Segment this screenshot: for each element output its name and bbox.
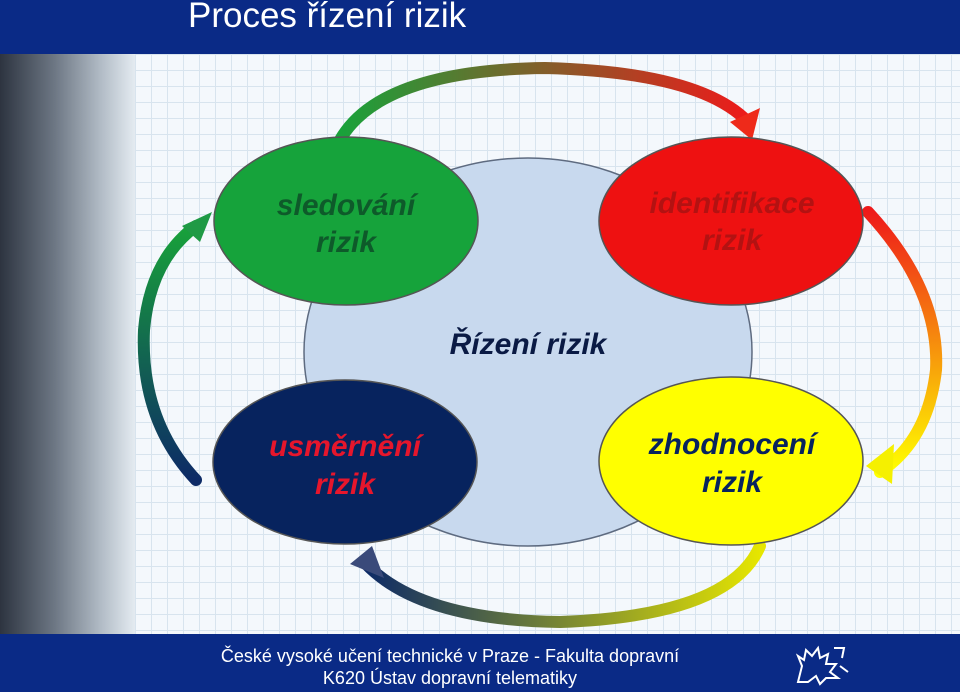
- node-identifikace-line1: identifikace: [649, 187, 814, 220]
- train-station-photo: [0, 54, 135, 634]
- slide-title: Proces řízení rizik: [188, 0, 467, 35]
- node-zhodnoceni-line1: zhodnocení: [648, 428, 819, 461]
- node-zhodnoceni-line2: rizik: [702, 466, 763, 499]
- cvut-lion-logo-icon: [795, 645, 849, 686]
- center-label: Řízení rizik: [450, 327, 608, 361]
- node-sledovani: [213, 136, 479, 306]
- arrow-bottom: [350, 540, 766, 629]
- node-identifikace: [598, 136, 864, 306]
- footer-university: České vysoké učení technické v Praze - F…: [220, 646, 680, 666]
- arrow-right: [862, 206, 943, 484]
- arrow-top: [334, 61, 760, 146]
- arrow-left: [137, 212, 212, 486]
- node-usmerneni-line1: usměrnění: [269, 430, 424, 463]
- node-usmerneni: [212, 379, 478, 545]
- slide-header: [0, 0, 960, 54]
- footer-department: K620 Ústav dopravní telematiky: [322, 668, 578, 688]
- node-sledovani-line2: rizik: [316, 226, 377, 259]
- node-sledovani-line1: sledování: [277, 189, 419, 222]
- node-zhodnoceni: [598, 376, 864, 546]
- node-usmerneni-line2: rizik: [315, 468, 376, 501]
- node-identifikace-line2: rizik: [702, 224, 763, 257]
